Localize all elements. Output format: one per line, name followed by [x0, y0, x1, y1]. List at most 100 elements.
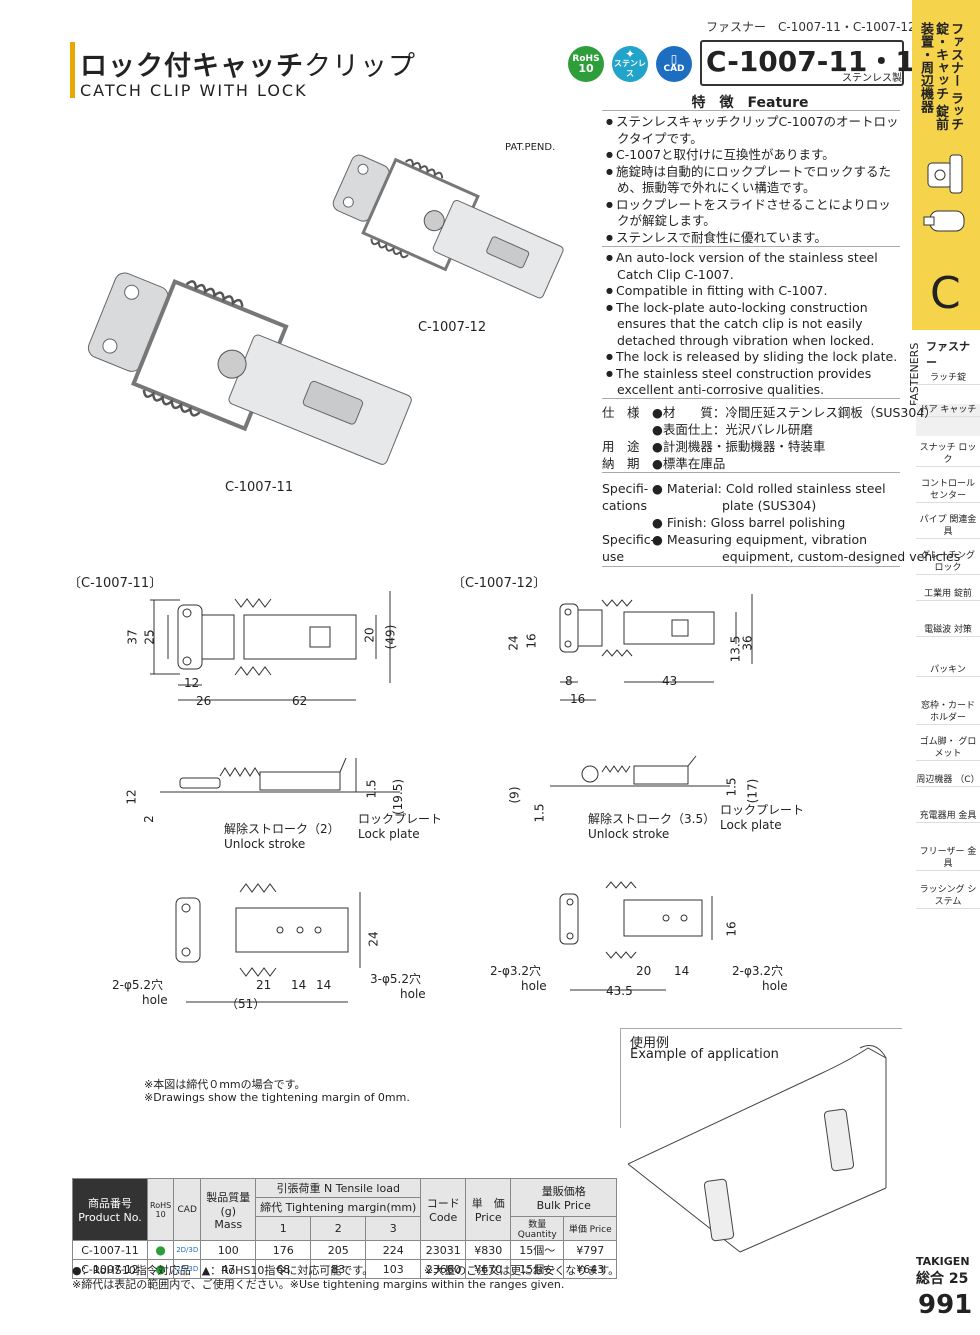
- feature-heading: 特 徴 Feature: [691, 95, 809, 111]
- cell-product: C-1007-12: [72, 1259, 148, 1279]
- dim: 1.5: [532, 803, 547, 823]
- dim: 1.5: [724, 777, 739, 797]
- dim: 8: [565, 674, 573, 688]
- footnote-bulk: ※大量のご注文は更にお安くなります。: [424, 1264, 620, 1277]
- spec-value: plate (SUS304): [722, 498, 817, 513]
- cell-mass: 100: [200, 1240, 257, 1260]
- cell-rohs: ●: [146, 1240, 175, 1260]
- dim: 24: [366, 931, 381, 947]
- cell-price: ¥830: [465, 1240, 512, 1260]
- divider: [602, 472, 900, 473]
- th-t3: 3: [365, 1216, 422, 1241]
- side-nav-item[interactable]: 工業用 錠前: [916, 588, 980, 601]
- model-number: C-1007-11・12: [706, 45, 935, 78]
- drawing-12-top: [559, 594, 753, 701]
- th-mass: 製品質量(g)Mass: [200, 1178, 257, 1241]
- spec-value: ● Material: Cold rolled stainless steel: [652, 481, 886, 496]
- plate-label-en: Lock plate: [358, 827, 420, 841]
- side-section-letter: C: [930, 268, 961, 319]
- drawing-12-side: [550, 755, 730, 787]
- side-nav-item[interactable]: パッキン: [916, 664, 980, 677]
- feature-item: The stainless steel construction provide…: [606, 366, 902, 399]
- dim: 16: [524, 633, 539, 649]
- dim: 62: [292, 694, 308, 708]
- cad-badge: ▯CAD: [656, 46, 692, 82]
- cell-qty: 15個～: [510, 1240, 565, 1260]
- dim: 1.5: [364, 779, 379, 799]
- rohs-text: RoHS: [572, 54, 600, 64]
- side-fasteners-jp: ファスナー: [926, 340, 970, 369]
- th-cad: CAD: [173, 1178, 202, 1241]
- hole-label-jp: 2-φ3.2穴: [490, 964, 541, 978]
- spec-label: Specifi-: [602, 481, 649, 496]
- page-title: ロック付キャッチクリップ: [80, 44, 416, 83]
- dim: (9): [507, 786, 522, 804]
- side-nav-item[interactable]: ドア キャッチ: [916, 404, 980, 417]
- side-nav-item[interactable]: グレーチング ロック: [916, 550, 980, 575]
- th-t1: 1: [255, 1216, 312, 1241]
- side-nav-item[interactable]: 充電器用 金具: [916, 810, 980, 823]
- side-nav-item[interactable]: スナッチ ロック: [916, 442, 980, 467]
- cell-t1: 176: [255, 1240, 312, 1260]
- page-number: 991: [918, 1290, 973, 1320]
- feature-item: C-1007と取付けに互換性があります。: [606, 147, 902, 164]
- drawing-11-top: [150, 591, 391, 701]
- stroke-label-jp: 解除ストローク（2）: [224, 822, 340, 836]
- spec-value: ●標準在庫品: [652, 456, 726, 471]
- th-tensile: 引張荷重 N Tensile load: [255, 1178, 422, 1198]
- drawing-title-12: 〔C-1007-12〕: [452, 576, 547, 591]
- plate-label-jp: ロックプレート: [720, 803, 805, 817]
- cell-unit: ¥643: [563, 1259, 618, 1279]
- side-nav-item[interactable]: パイプ 関連金具: [916, 514, 980, 539]
- dim: 21: [256, 978, 272, 992]
- cell-t2: 205: [310, 1240, 367, 1260]
- dim: 14: [674, 964, 690, 978]
- drawing-11-side: [160, 757, 400, 793]
- spec-value: ●表面仕上：光沢バレル研磨: [652, 422, 813, 437]
- cell-code: 23031: [420, 1240, 467, 1260]
- side-nav-item[interactable]: ラッシング システム: [916, 884, 980, 909]
- divider: [602, 566, 900, 567]
- th-t2: 2: [310, 1216, 367, 1241]
- dim: 43.5: [606, 984, 633, 998]
- feature-list-en: An auto-lock version of the stainless st…: [606, 250, 902, 399]
- dim: 43: [662, 674, 678, 688]
- dim: 20: [636, 964, 652, 978]
- divider: [602, 246, 900, 247]
- lock-icon: [923, 154, 965, 232]
- feature-item: Compatible in fitting with C-1007.: [606, 283, 902, 300]
- feature-item: 施錠時は自動的にロックプレートでロックするため、振動等で外れにくい構造です。: [606, 164, 902, 197]
- side-nav-item[interactable]: フリーザー 金具: [916, 846, 980, 871]
- spec-label: 納 期: [602, 456, 640, 471]
- side-nav-item[interactable]: ゴム脚・ グロメット: [916, 736, 980, 761]
- dim: 25: [142, 629, 157, 645]
- dim: (49): [383, 624, 398, 650]
- hole-label-en: hole: [142, 993, 168, 1007]
- side-nav-item[interactable]: 周辺機器 （C）: [916, 775, 980, 787]
- side-nav-item[interactable]: コントロール センター: [916, 478, 980, 503]
- spec-value: ● Finish: Gloss barrel polishing: [652, 515, 846, 530]
- rohs-num: 10: [578, 62, 594, 75]
- stroke-label-en: Unlock stroke: [588, 827, 670, 841]
- divider: [602, 398, 900, 399]
- patent-note: PAT.PEND.: [505, 142, 556, 153]
- cell-unit: ¥797: [563, 1240, 618, 1260]
- stainless-badge: ✦ステンレス: [612, 46, 648, 82]
- cell-t3: 224: [365, 1240, 422, 1260]
- stroke-label-en: Unlock stroke: [224, 837, 306, 851]
- side-nav-item[interactable]: 電磁波 対策: [916, 624, 980, 637]
- dim: 26: [196, 694, 212, 708]
- side-nav-item[interactable]: 窓枠・カード ホルダー: [916, 700, 980, 725]
- divider: [620, 1028, 902, 1029]
- spec-value: equipment, custom-designed vehicles: [722, 549, 961, 564]
- side-nav-item[interactable]: ラッチ錠: [916, 372, 980, 385]
- feature-item: ロックプレートをスライドさせることによりロックが解錠します。: [606, 197, 902, 230]
- title-bold: ロック付キャッチ: [80, 51, 304, 82]
- application-label-jp: 使用例: [630, 1036, 670, 1051]
